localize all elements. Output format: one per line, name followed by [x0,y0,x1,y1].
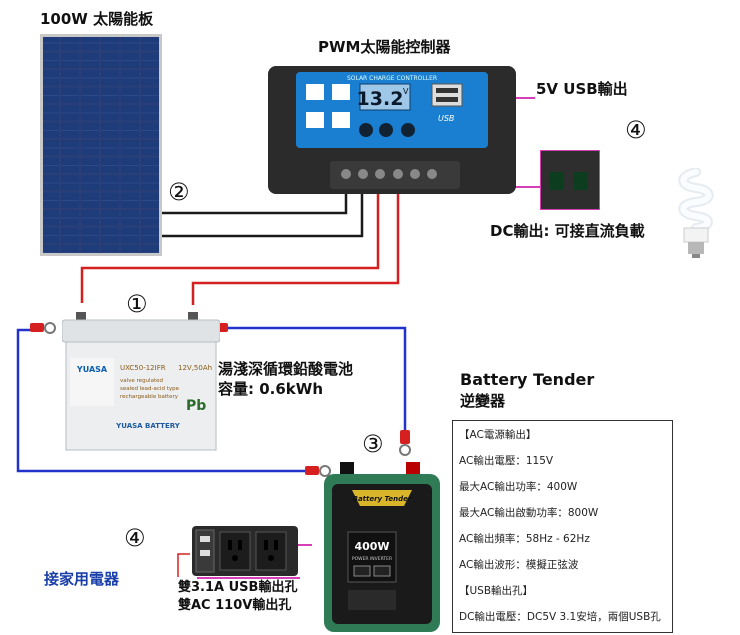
controller-button-1 [359,123,373,137]
spec-row: 【AC電源輸出】 [459,429,537,441]
spec-row: AC輸出電壓：115V [459,455,554,467]
dc-output-image [540,150,600,210]
callout-line-red [177,553,190,577]
controller-usb-text: USB [438,114,454,123]
inverter-sub: POWER INVERTER [352,556,392,562]
spec-row: DC輸出電壓：DC5V 3.1安培，兩個USB孔 [459,611,661,623]
battery-logo: YUASA [76,365,108,374]
controller-button-3 [401,123,415,137]
battery-rating: 12V,50Ah [178,364,212,372]
battery-image: YUASA UXC50-12IFR 12V,50Ah valve regulat… [62,312,220,451]
controller-unit: V [403,87,409,96]
battery-label-line-1: 湯淺深循環鉛酸電池 [218,360,354,378]
battery-desc-3: rechargeable battery [120,394,179,400]
marker-4-top: ④ [625,116,647,144]
battery-label-line-2: 容量: 0.6kWh [218,380,323,398]
spec-row: AC輸出頻率：58Hz - 62Hz [459,533,590,545]
battery-desc-2: sealed lead-acid type [120,386,180,392]
marker-3: ③ [362,430,384,458]
spec-row: AC輸出波形：模擬正弦波 [459,559,579,571]
battery-pb: Pb [186,398,206,414]
ac-ports-label: 雙AC 110V輸出孔 [178,598,292,613]
black-wire-lower [160,175,364,238]
spec-row: 最大AC輸出啟動功率：800W [459,507,599,519]
red-wire-controller-2 [191,175,400,305]
controller-label: PWM太陽能控制器 [318,38,451,56]
set-icon [332,84,350,100]
controller-header: SOLAR CHARGE CONTROLLER [347,75,437,82]
usb-ports-label: 雙3.1A USB輸出孔 [178,580,298,595]
menu-icon [306,84,324,100]
dc-output-label: DC輸出: 可接直流負載 [490,222,645,240]
ring-terminal-left [30,322,56,334]
solar-panel-label: 100W 太陽能板 [40,10,154,28]
solar-panel-image [40,34,162,256]
spec-row: 【USB輸出孔】 [459,585,534,597]
inverter-label-line-1: Battery Tender [460,370,595,389]
battery-desc-1: valve regulated [120,378,163,384]
controller-button-2 [379,123,393,137]
usb-output-label: 5V USB輸出 [536,80,628,98]
outlet-panel-image [192,526,298,576]
inverter-watts: 400W [354,540,389,553]
controller-display: 13.2 [357,88,404,110]
battery-model: UXC50-12IFR [120,364,166,372]
ring-terminal-inverter-top [399,430,411,456]
spec-row: 最大AC輸出功率：400W [459,481,578,493]
blue-wire-right [224,326,407,433]
inverter-label-line-2: 逆變器 [460,392,506,410]
battery-icon [332,112,350,128]
inverter-brand: Battery Tender [353,495,412,503]
charge-controller-image: SOLAR CHARGE CONTROLLER 13.2 V USB [268,66,516,194]
battery-brand-bottom: YUASA BATTERY [115,422,181,430]
marker-1: ① [126,290,148,318]
appliances-label: 接家用電器 [44,570,120,588]
ring-terminal-bottom-left [305,465,331,477]
inverter-image: Battery Tender 400W POWER INVERTER [324,462,440,632]
marker-4-bottom: ④ [124,524,146,552]
marker-2: ② [168,178,190,206]
inverter-spec-box: 【AC電源輸出】 AC輸出電壓：115V 最大AC輸出功率：400W 最大AC輸… [452,420,673,633]
cfl-bulb-image [678,168,714,258]
red-wire-controller-1 [80,175,380,303]
clock-icon [306,112,324,128]
